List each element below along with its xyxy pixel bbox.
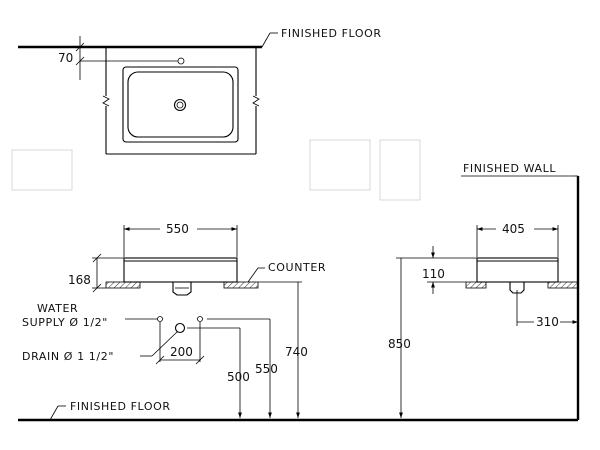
dim-wall-offset: 310	[536, 315, 559, 329]
dim-drain-spacing: 200	[170, 345, 193, 359]
drain-hole-plan	[173, 98, 187, 112]
counter-left-front	[105, 281, 141, 289]
dim-side-basin-height: 110	[422, 267, 445, 281]
dim-counter-total-height: 850	[388, 337, 411, 351]
bottom-floor: FINISHED FLOOR	[18, 400, 578, 422]
tap-hole-plan	[177, 57, 185, 65]
basin-inner-plan	[127, 71, 234, 138]
side-elevation: FINISHED WALL 405 110 850 310	[388, 162, 580, 420]
water-supply-left	[157, 316, 163, 322]
basin-side-body	[476, 257, 559, 283]
dim-side-depth: 405	[502, 222, 525, 236]
waste-outlet-front	[172, 282, 192, 296]
counter-right-side	[547, 281, 579, 289]
dim-basin-width: 550	[166, 222, 189, 236]
basin-front-body	[123, 257, 238, 283]
dim-basin-height: 168	[68, 273, 91, 287]
basin-outer-plan	[122, 66, 239, 143]
drain-label: DRAIN Ø 1 1/2"	[22, 350, 114, 363]
dim-top-offset: 70	[58, 51, 73, 65]
dim-supply-height: 550	[255, 362, 278, 376]
plan-view: FINISHED FLOOR 70	[18, 27, 382, 155]
water-supply-label-2: SUPPLY Ø 1/2"	[22, 316, 108, 329]
counter-right-front	[223, 281, 259, 289]
water-supply-right	[197, 316, 203, 322]
water-supply-label-1: WATER	[37, 302, 78, 315]
finished-wall-label: FINISHED WALL	[463, 162, 556, 175]
counter-label: COUNTER	[268, 261, 326, 274]
front-elevation: 550 168 COUNTER WATER SUPPLY Ø 1/2"	[22, 222, 326, 418]
finished-floor-label-top: FINISHED FLOOR	[281, 27, 382, 40]
background-ghost-marks	[11, 139, 421, 201]
dim-drain-height: 500	[227, 370, 250, 384]
finished-floor-label-bottom: FINISHED FLOOR	[70, 400, 171, 413]
drain-front	[174, 322, 186, 334]
counter-left-side	[465, 281, 487, 289]
dim-counter-height: 740	[285, 345, 308, 359]
